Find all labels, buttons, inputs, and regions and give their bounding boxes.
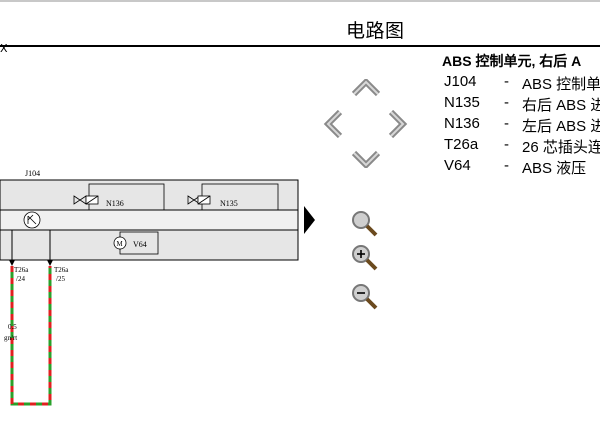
next-page-button[interactable] bbox=[303, 204, 317, 236]
legend-row: N136 - 左后 ABS 进 bbox=[442, 115, 600, 136]
legend-dash: - bbox=[504, 73, 509, 90]
legend-code: T26a bbox=[444, 136, 479, 153]
pump-v64-symbol: M bbox=[113, 231, 159, 255]
legend-desc: ABS 控制单 bbox=[522, 76, 600, 93]
header-divider bbox=[0, 45, 600, 47]
pan-right-button[interactable] bbox=[388, 110, 408, 138]
valve-n135-label: N135 bbox=[220, 199, 238, 208]
pin2-number: /25 bbox=[56, 275, 65, 283]
zoom-in-button[interactable] bbox=[350, 243, 380, 273]
legend-dash: - bbox=[504, 94, 509, 111]
pin1-number: /24 bbox=[16, 275, 25, 283]
legend-dash: - bbox=[504, 157, 509, 174]
pan-up-button[interactable] bbox=[352, 79, 380, 97]
circuit-diagram: J104 N136 N135 bbox=[0, 160, 300, 410]
wire-size: 0.5 bbox=[8, 323, 17, 331]
module-box-top bbox=[0, 179, 299, 211]
page-title: 电路图 bbox=[346, 20, 405, 42]
chevron-left-icon bbox=[323, 110, 343, 138]
pump-symbol-letter: M bbox=[117, 240, 124, 248]
zoom-out-button[interactable] bbox=[350, 282, 380, 312]
legend-row: V64 - ABS 液压 bbox=[442, 157, 600, 178]
legend-row: N135 - 右后 ABS 进 bbox=[442, 94, 600, 115]
legend-dash: - bbox=[504, 115, 509, 132]
legend-row: J104 - ABS 控制单 bbox=[442, 73, 600, 94]
legend-title: ABS 控制单元, 右后 A bbox=[442, 53, 582, 69]
legend-code: N136 bbox=[444, 115, 480, 132]
zoom-fit-button[interactable] bbox=[350, 209, 380, 239]
pan-down-button[interactable] bbox=[352, 150, 380, 168]
valve-n136-symbol bbox=[73, 183, 165, 211]
zoom-out-icon bbox=[352, 284, 378, 310]
chevron-down-icon bbox=[352, 150, 380, 168]
module-box-middle bbox=[0, 209, 299, 231]
wire-gn-rt bbox=[10, 266, 52, 406]
valve-n135-symbol bbox=[187, 183, 279, 211]
legend-desc: ABS 液压 bbox=[522, 160, 587, 177]
pump-v64-label: V64 bbox=[133, 240, 147, 249]
chevron-up-icon bbox=[352, 79, 380, 97]
close-icon[interactable]: X bbox=[0, 42, 8, 55]
legend-code: N135 bbox=[444, 94, 480, 111]
triangle-right-icon bbox=[304, 206, 315, 234]
legend-code: J104 bbox=[444, 73, 477, 90]
legend-code: V64 bbox=[444, 157, 471, 174]
valve-n136-label: N136 bbox=[106, 199, 124, 208]
pin2-connector: T26a bbox=[54, 266, 69, 274]
window-top-border bbox=[0, 0, 600, 2]
pin1-connector: T26a bbox=[14, 266, 29, 274]
zoom-in-icon bbox=[352, 245, 378, 271]
legend-row: T26a - 26 芯插头连 bbox=[442, 136, 600, 157]
component-legend: ABS 控制单元, 右后 A J104 - ABS 控制单 N135 - 右后 … bbox=[442, 51, 600, 178]
magnifier-icon bbox=[352, 211, 378, 237]
module-box-bottom bbox=[0, 229, 299, 261]
legend-desc: 左后 ABS 进 bbox=[522, 118, 600, 135]
wire-color-code: gn/rt bbox=[4, 334, 17, 342]
legend-desc: 26 芯插头连 bbox=[522, 139, 600, 156]
pan-left-button[interactable] bbox=[323, 110, 343, 138]
chevron-right-icon bbox=[388, 110, 408, 138]
control-symbol bbox=[23, 211, 41, 229]
module-label: J104 bbox=[25, 169, 40, 178]
legend-desc: 右后 ABS 进 bbox=[522, 97, 600, 114]
legend-dash: - bbox=[504, 136, 509, 153]
